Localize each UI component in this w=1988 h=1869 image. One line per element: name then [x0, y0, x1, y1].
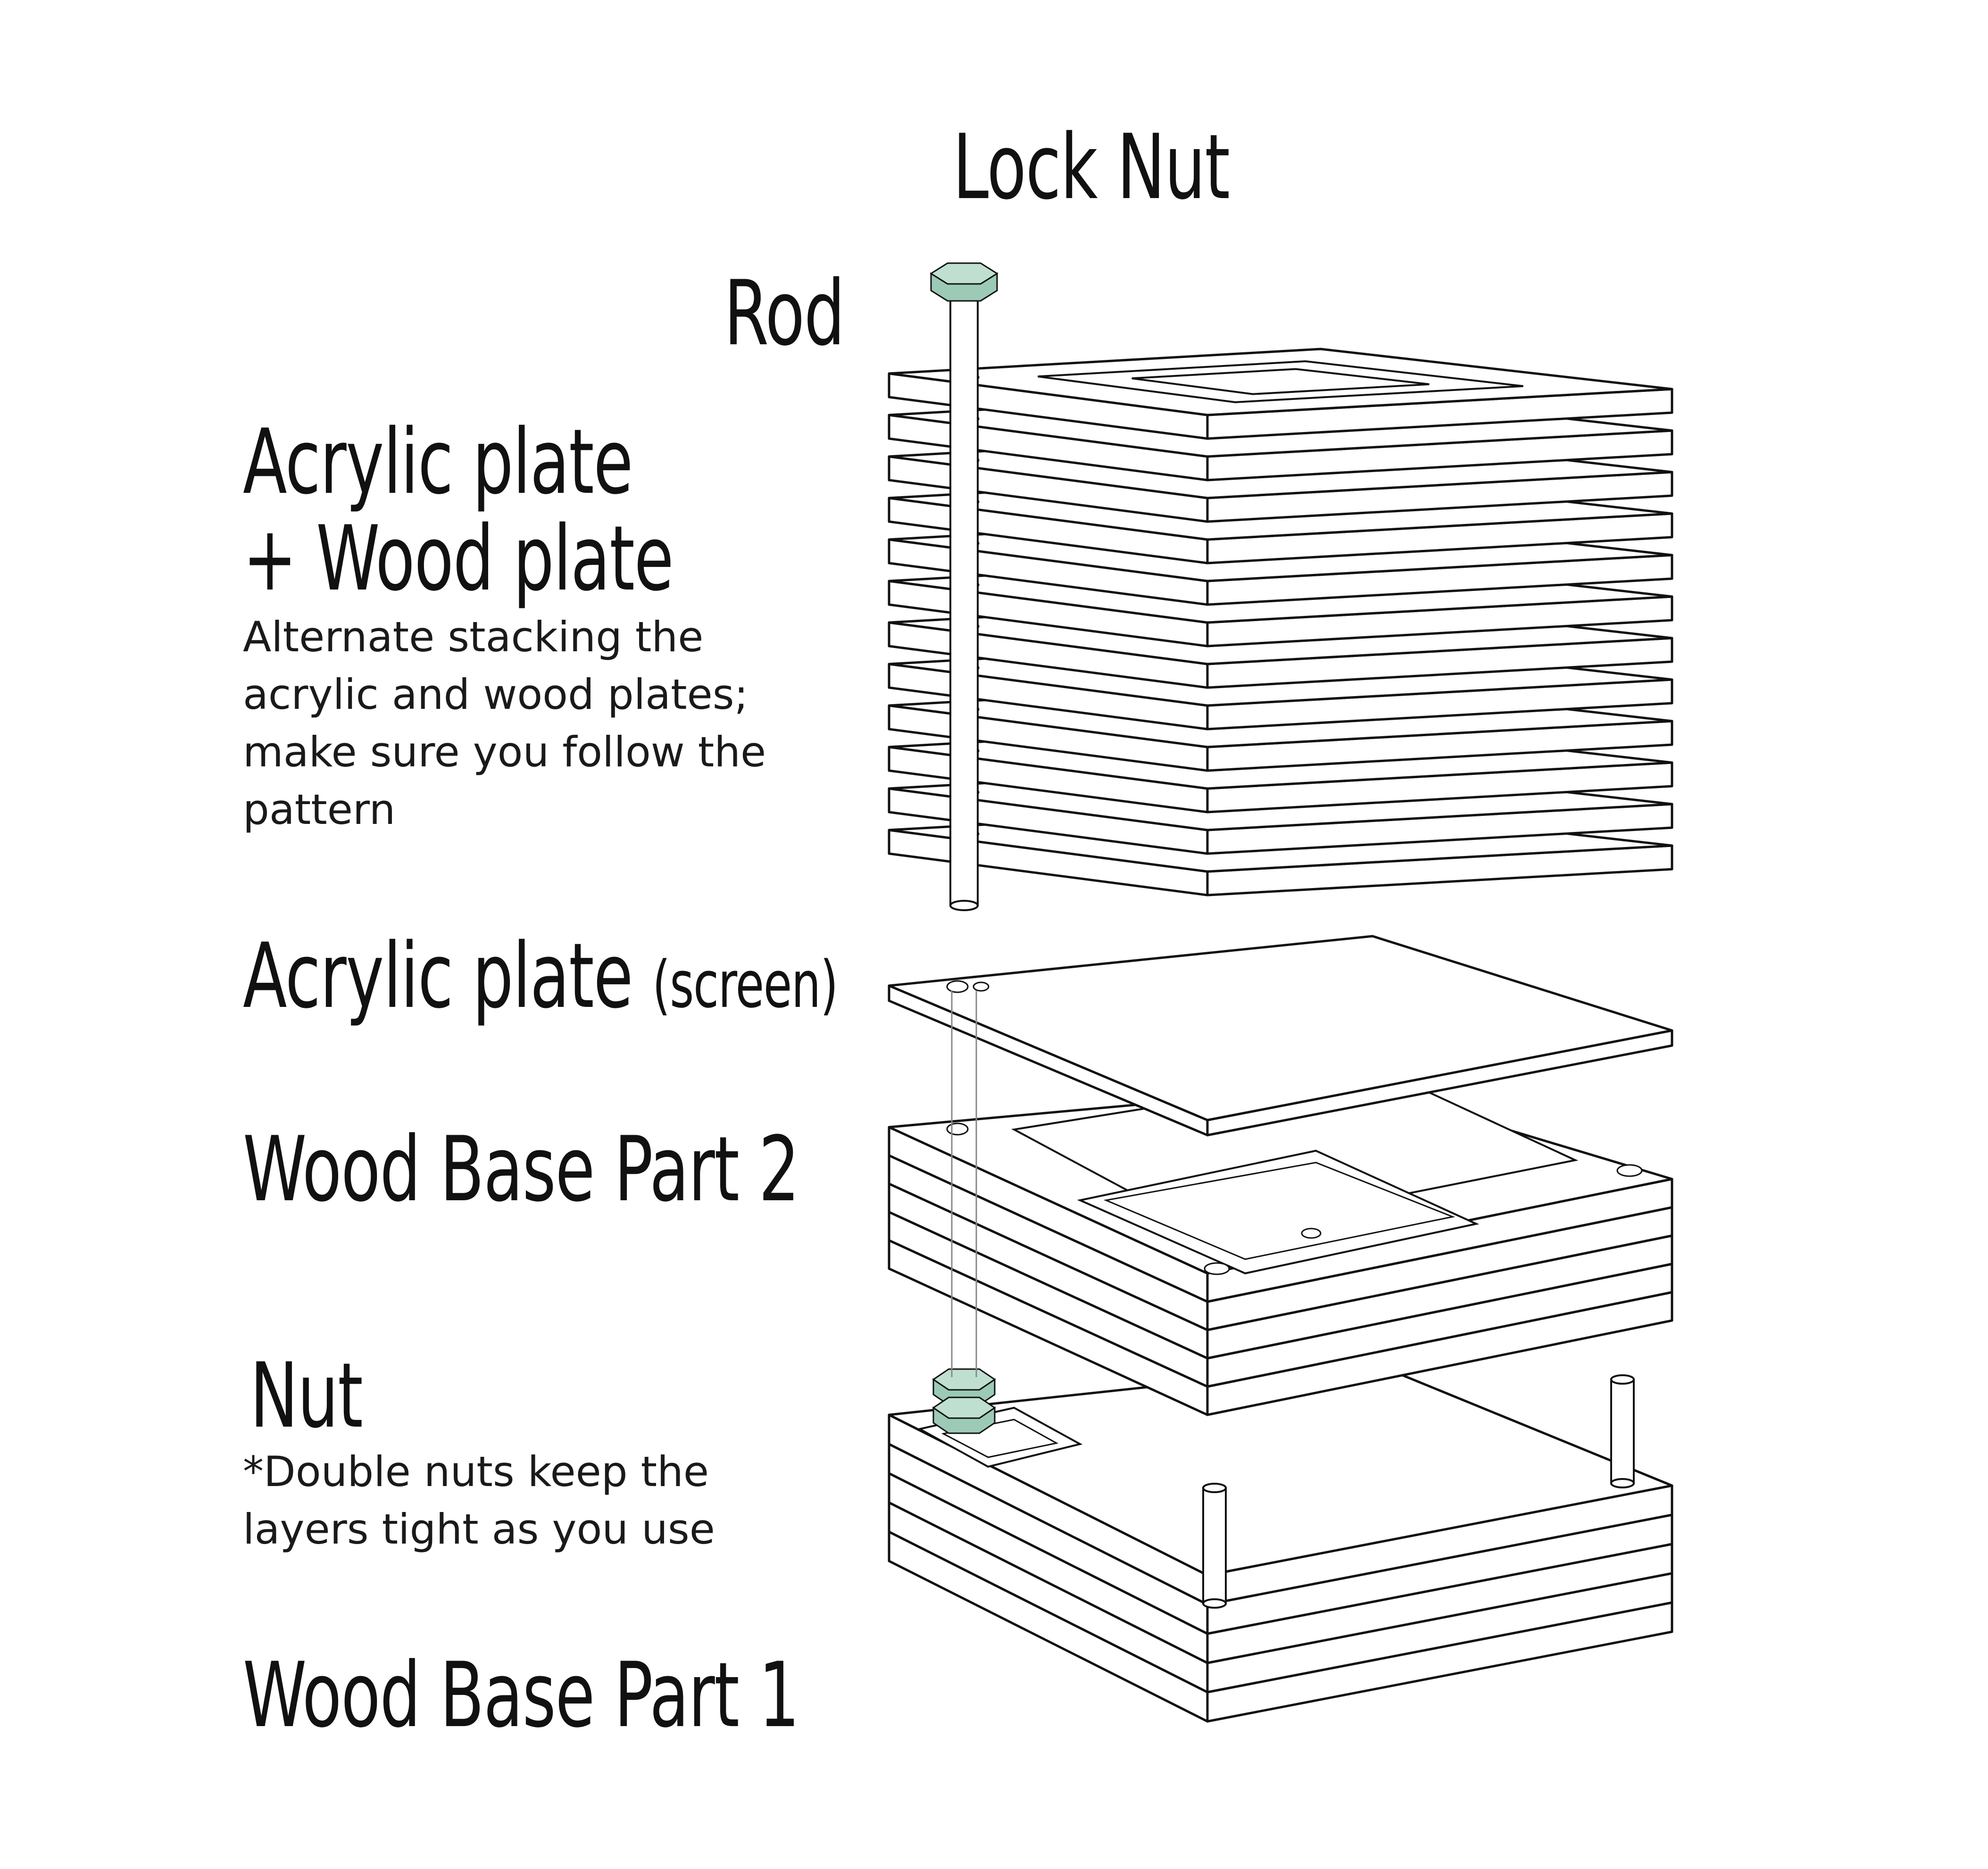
nut-note-line-1: *Double nuts keep the	[243, 1447, 709, 1496]
nut-lower-top	[932, 1396, 996, 1419]
acrylic-screen-title: Acrylic plate	[243, 924, 633, 1028]
nut-label: Nut	[250, 1344, 363, 1448]
plate-stack-drawing	[888, 348, 1673, 897]
stacking-note-line-1: Alternate stacking the	[243, 613, 704, 661]
stacking-note-line-3: make sure you follow the	[243, 728, 766, 776]
base1-pin-front-bottom	[1202, 1598, 1227, 1609]
double-nut-drawing	[932, 1368, 996, 1434]
acrylic-screen-plate-drawing	[888, 935, 1673, 1137]
nut-upper-top	[932, 1368, 996, 1391]
rod-drawing	[949, 291, 979, 1377]
wood-base-part-1-label: Wood Base Part 1	[243, 1643, 800, 1747]
stacking-note-line-2: acrylic and wood plates;	[243, 670, 749, 719]
base2-rod-hole	[946, 1122, 969, 1136]
base1-pin-front-top	[1202, 1483, 1227, 1493]
nut-note-line-2: layers tight as you use	[243, 1505, 715, 1553]
base1-pin-front-body	[1202, 1487, 1227, 1604]
screen-plate-hole-2	[973, 981, 990, 992]
rod-body	[949, 291, 979, 906]
nut-instructions: *Double nuts keep the layers tight as yo…	[243, 1443, 715, 1558]
wood-base-part-1-drawing	[888, 1362, 1673, 1723]
base2-tray-floor	[1103, 1162, 1456, 1260]
lock-nut-top	[930, 262, 998, 285]
screen-qualifier: (screen)	[652, 947, 838, 1022]
lock-nut-drawing	[930, 262, 998, 302]
stacking-instructions: Alternate stacking the acrylic and wood …	[243, 608, 766, 839]
base1-pin-right-body	[1610, 1379, 1635, 1484]
acrylic-screen-label: Acrylic plate (screen)	[243, 931, 838, 1021]
rod-end	[949, 900, 979, 911]
wood-base-part-2-drawing	[888, 1069, 1673, 1416]
base1-pin-right-bottom	[1610, 1478, 1635, 1488]
stack-plate-1-inner-window	[1131, 368, 1430, 395]
lock-nut-label: Lock Nut	[953, 115, 1230, 219]
screen-plate-hole	[946, 980, 969, 993]
base2-center-hole	[1301, 1228, 1322, 1239]
base2-corner-hole-right	[1616, 1164, 1643, 1177]
base1-pin-right-top	[1610, 1374, 1635, 1385]
wood-base-part-2-label: Wood Base Part 2	[243, 1117, 800, 1221]
stacking-note-line-4: pattern	[243, 785, 396, 834]
screen-plate-top-face	[888, 935, 1673, 1121]
acrylic-wood-title-line-1: Acrylic plate	[243, 410, 633, 514]
acrylic-wood-title-line-2: + Wood plate	[243, 507, 674, 611]
base2-corner-hole-front	[1204, 1262, 1230, 1275]
rod-label: Rod	[724, 261, 845, 365]
